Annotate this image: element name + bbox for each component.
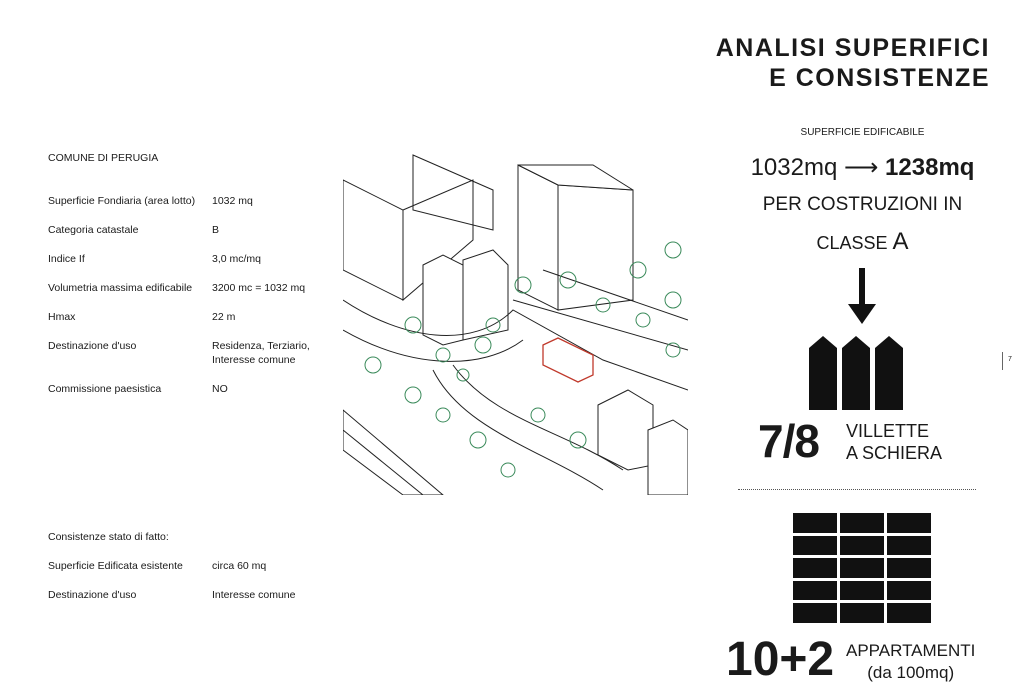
buildings — [343, 154, 688, 495]
apartment-count: 10+2 — [726, 633, 835, 686]
existing-heading: Consistenze stato di fatto: — [48, 531, 169, 543]
buildable-area-label: SUPERFICIE EDIFICABILE — [800, 127, 925, 138]
row-label: Destinazione d'uso — [48, 340, 137, 352]
axonometric-site-drawing — [343, 154, 688, 495]
trees — [364, 241, 682, 478]
construction-class-line2: CLASSE A — [730, 228, 995, 256]
area-to: 1238mq — [885, 154, 975, 181]
title-line-2: E CONSISTENZE — [769, 64, 990, 92]
area-from: 1032mq — [750, 154, 838, 181]
villette-count: 7/8 — [758, 415, 820, 467]
apartment-block-icon — [793, 513, 931, 623]
arrow-down-icon — [848, 268, 876, 324]
class-label: CLASSE — [816, 233, 893, 253]
row-value: circa 60 mq — [212, 560, 267, 572]
page-number: 7 — [1008, 356, 1012, 363]
row-label: Superficie Fondiaria (area lotto) — [48, 195, 196, 207]
row-value: B — [212, 224, 220, 236]
apartment-label-2: (da 100mq) — [867, 663, 955, 682]
apartment-label: APPARTAMENTI (da 100mq) — [846, 640, 975, 684]
row-value: 3200 mc = 1032 mq — [212, 282, 306, 294]
row-label: Hmax — [48, 311, 76, 323]
row-label: Categoria catastale — [48, 224, 139, 236]
row-houses-icon — [809, 336, 903, 410]
construction-class-line1: PER COSTRUZIONI IN — [762, 194, 963, 215]
row-value: 22 m — [212, 311, 236, 323]
area-increase: 1032mq ⟶ 1238mq — [730, 153, 995, 182]
apartment-label-1: APPARTAMENTI — [846, 641, 976, 660]
row-value-2: Interesse comune — [212, 354, 296, 366]
villette-label-2: A SCHIERA — [846, 443, 943, 463]
row-label: Superficie Edificata esistente — [48, 560, 183, 572]
row-label: Indice If — [48, 253, 85, 265]
row-value: 1032 mq — [212, 195, 253, 207]
title-line-1: ANALISI SUPERIFICI — [715, 34, 990, 62]
row-value: Residenza, Terziario, — [212, 340, 310, 352]
row-label: Destinazione d'uso — [48, 589, 137, 601]
project-site-highlight — [542, 337, 594, 383]
row-value: NO — [212, 383, 228, 395]
villette-label-1: VILLETTE — [846, 421, 930, 441]
arrow-right-icon: ⟶ — [843, 154, 879, 181]
page-title: ANALISI SUPERIFICI E CONSISTENZE — [716, 33, 990, 93]
page-marker — [1002, 352, 1003, 370]
municipality-heading: COMUNE DI PERUGIA — [48, 152, 159, 164]
row-value: 3,0 mc/mq — [212, 253, 262, 265]
villette-label: VILLETTE A SCHIERA — [846, 420, 942, 464]
class-value: A — [892, 228, 909, 255]
row-label: Commissione paesistica — [48, 383, 162, 395]
row-value: Interesse comune — [212, 589, 296, 601]
row-label: Volumetria massima edificabile — [48, 282, 193, 294]
divider — [738, 489, 976, 490]
